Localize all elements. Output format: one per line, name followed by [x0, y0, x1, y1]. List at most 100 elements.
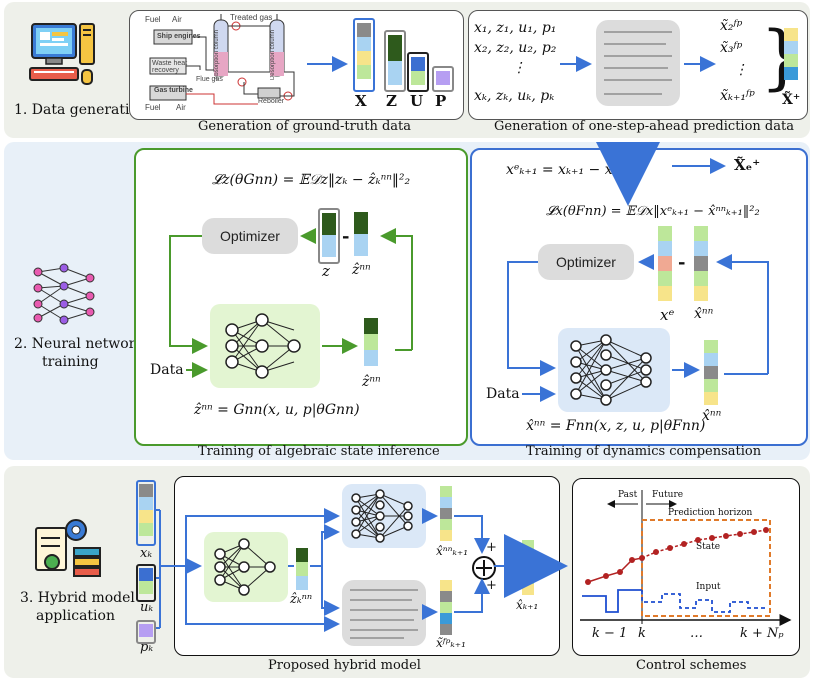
pred-matrix-label: X̃⁺: [782, 92, 801, 108]
label-u: U: [410, 92, 424, 110]
section2-label-line1: 2. Neural network: [14, 336, 144, 352]
caption-algebraic: Training of algebraic state inference: [198, 444, 440, 459]
xhat-next-vector: [522, 540, 534, 595]
pred-row-1: x̃₂ᶠᵖ: [720, 18, 743, 34]
minus-right: -: [678, 252, 686, 273]
input-xk-label: xₖ: [140, 546, 153, 561]
zhat-output-vector: [364, 318, 378, 366]
plus-top: +: [486, 540, 497, 555]
first-principles-equations: [596, 20, 680, 106]
loss-z: 𝓛z(θGnn) = 𝔼𝒟z‖zₖ − ẑₖⁿⁿ‖²₂: [212, 172, 411, 188]
matrix-u: [407, 52, 429, 92]
hybrid-app-icon: [32, 518, 104, 580]
process-label-fuel: Fuel: [145, 15, 161, 24]
xhat-nn-next-vector: [440, 486, 452, 541]
input-uk-vector: [136, 564, 156, 602]
section2-label-line2: training: [42, 354, 99, 370]
pred-matrix: [784, 28, 798, 80]
xtilde-fp-label: x̃ᶠᵖₖ₊₁: [436, 636, 466, 650]
input-uk-label: uₖ: [140, 600, 154, 615]
process-label-desorption: Desorption column: [270, 30, 276, 81]
input-pk-vector: [136, 620, 156, 644]
process-label-waste-heat: Waste heat recovery: [152, 60, 188, 74]
label-state: State: [696, 542, 721, 552]
section1-label: 1. Data generation: [14, 102, 147, 118]
process-label-fuel-2: Fuel: [145, 103, 161, 112]
zhat-label: ẑⁿⁿ: [352, 262, 371, 278]
sum-node: [472, 556, 496, 580]
input-pk-label: pₖ: [140, 640, 154, 655]
residual-eq: xᵉₖ₊₁ = xₖ₊₁ − x̃ᶠᵖₖ₊₁: [506, 162, 640, 178]
process-label-flue-gas: Flue gas: [196, 76, 223, 83]
zhat-output-label: ẑⁿⁿ: [362, 374, 381, 390]
process-label-treated-gas: Treated gas: [230, 13, 273, 22]
hybrid-first-principles: [342, 580, 426, 646]
nn-blue[interactable]: [558, 328, 670, 412]
tick-ellipsis: …: [690, 626, 703, 641]
label-p: P: [435, 92, 447, 110]
hybrid-nn-blue[interactable]: [342, 484, 426, 548]
caption-hybrid-model: Proposed hybrid model: [268, 658, 421, 673]
matrix-z: [384, 30, 406, 92]
process-flowsheet: [134, 12, 306, 114]
input-xk-vector: [136, 480, 156, 546]
plus-bottom: +: [486, 578, 497, 593]
label-input: Input: [696, 582, 721, 592]
xtilde-fp-vector: [440, 580, 452, 635]
process-label-air-2: Air: [176, 103, 186, 112]
label-future: Future: [652, 490, 684, 500]
zhat-vector: [354, 212, 368, 256]
pred-row-4: x̃ₖ₊₁ᶠᵖ: [720, 88, 755, 104]
xhat-nn-next-label: x̂ⁿⁿₖ₊₁: [436, 544, 469, 558]
xhat-label: x̂ⁿⁿ: [694, 306, 714, 322]
process-label-reboiler: Reboiler: [258, 98, 285, 105]
matrix-p: [432, 66, 454, 92]
tuple-row-4: xₖ, zₖ, uₖ, pₖ: [474, 88, 555, 104]
label-x: X: [355, 92, 367, 110]
caption-control: Control schemes: [636, 658, 747, 673]
process-label-gas-turbine: Gas turbine: [154, 87, 193, 94]
matrix-x: [353, 18, 375, 92]
pred-row-3: ⋮: [734, 62, 748, 78]
process-label-air: Air: [172, 15, 182, 24]
caption-dynamics: Training of dynamics compensation: [526, 444, 762, 459]
optimizer-left[interactable]: Optimizer: [202, 218, 298, 254]
section3-label-line1: 3. Hybrid model: [20, 590, 135, 606]
residual-matrix: X̃ₑ⁺: [734, 156, 761, 174]
caption-prediction-data: Generation of one-step-ahead prediction …: [494, 119, 794, 134]
model-eq-f: x̂ⁿⁿ = Fnn(x, z, u, p|θFnn): [526, 418, 706, 434]
xhat-output-label: x̂ⁿⁿ: [702, 408, 722, 424]
tuple-row-3: ⋮: [512, 60, 526, 76]
model-eq-g: ẑⁿⁿ = Gnn(x, u, p|θGnn): [194, 402, 360, 418]
data-right: Data: [486, 386, 520, 402]
process-label-ship-engines: Ship engines: [157, 33, 201, 40]
xe-label: xᵉ: [660, 306, 675, 324]
zhat-k-label: ẑₖⁿⁿ: [290, 592, 313, 607]
tuple-row-1: x₁, z₁, u₁, p₁: [474, 20, 557, 36]
tuple-row-2: x₂, z₂, u₂, p₂: [474, 40, 557, 56]
nn-green[interactable]: [210, 304, 320, 388]
pred-row-2: x̃₃ᶠᵖ: [720, 40, 743, 56]
optimizer-right[interactable]: Optimizer: [538, 244, 634, 280]
label-horizon: Prediction horizon: [668, 508, 753, 518]
computer-icon: [26, 20, 98, 90]
hybrid-nn-green[interactable]: [204, 532, 288, 602]
xhat-vector: [694, 226, 708, 301]
z-vector-box: [318, 208, 340, 264]
caption-ground-truth: Generation of ground-truth data: [198, 119, 412, 134]
data-left: Data: [150, 362, 184, 378]
xhat-output-vector: [704, 340, 718, 405]
xe-vector: [658, 226, 672, 301]
tick-k-plus-np: k + Nₚ: [740, 626, 784, 641]
process-label-absorption: Absorption column: [214, 30, 220, 80]
xhat-next-label: x̂ₖ₊₁: [516, 598, 539, 612]
z-label: z: [322, 262, 330, 280]
tick-k-minus-1: k − 1: [592, 626, 628, 641]
neural-network-icon: [30, 262, 98, 326]
section3-label-line2: application: [36, 608, 115, 624]
label-past: Past: [618, 490, 638, 500]
loss-x: 𝓛x(θFnn) = 𝔼𝒟x‖xᵉₖ₊₁ − x̂ⁿⁿₖ₊₁‖²₂: [546, 204, 760, 219]
zhat-k-vector: [296, 548, 308, 590]
minus-left: -: [342, 226, 350, 247]
label-z: Z: [386, 92, 397, 110]
